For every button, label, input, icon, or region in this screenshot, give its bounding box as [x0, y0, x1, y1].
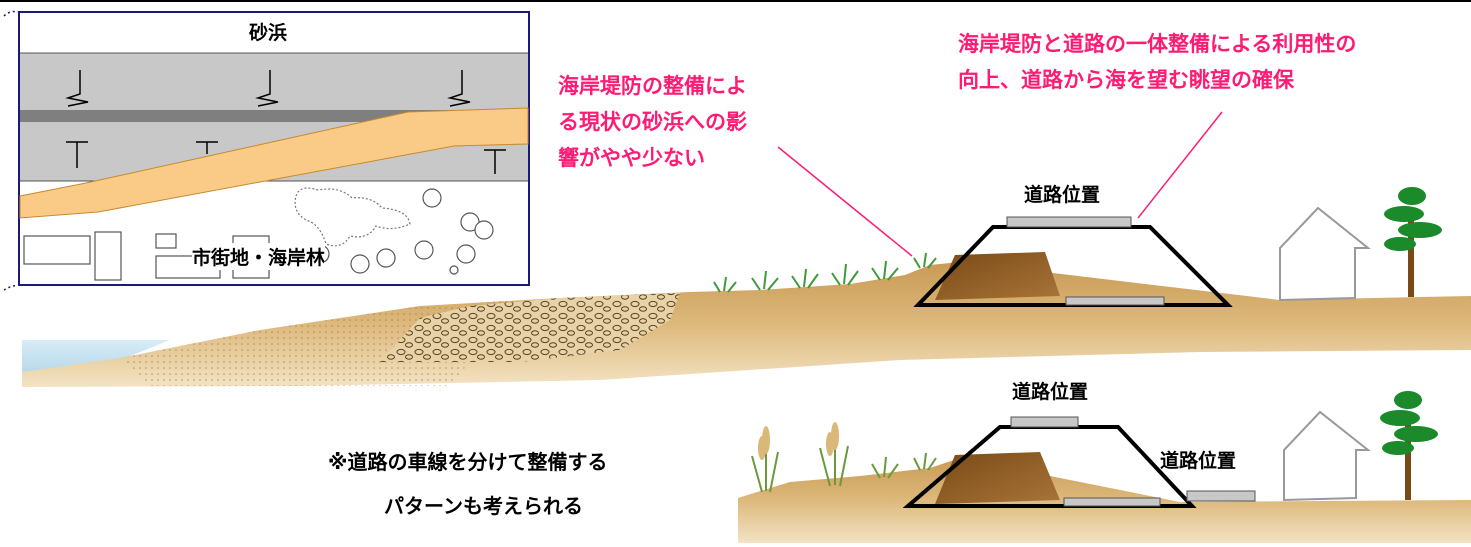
lower-pine-tree [1380, 391, 1438, 500]
sea [22, 340, 170, 372]
upper-house [1279, 206, 1371, 302]
lower-grass [751, 437, 937, 493]
upper-section [22, 187, 1471, 387]
lower-dike-outline [902, 425, 1197, 508]
callout-left: 海岸堤防の整備によ る現状の砂浜への影 響がやや少ない [558, 68, 747, 176]
lower-section [738, 391, 1471, 543]
upper-road-top [1006, 216, 1132, 228]
note: ※道路の車線を分けて整備する パターンも考えられる [328, 440, 607, 528]
lower-road-bottom [1063, 497, 1161, 507]
upper-grass [713, 252, 937, 293]
callout-right-leader [1137, 111, 1223, 219]
lower-road-side [1186, 490, 1256, 502]
callout-left-line-1: 海岸堤防の整備によ [558, 74, 747, 98]
road-label-upper: 道路位置 [1024, 184, 1101, 206]
lower-embankment [935, 452, 1060, 504]
lower-house [1283, 410, 1371, 502]
inset-title: 砂浜 [249, 22, 288, 44]
upper-road-bottom [1065, 296, 1165, 306]
upper-pine-tree [1384, 187, 1442, 297]
callout-right-line-2: 向上、道路から海を望む眺望の確保 [958, 68, 1294, 92]
road-label-lower-right: 道路位置 [1160, 450, 1237, 472]
note-line-2: パターンも考えられる [384, 494, 583, 518]
inset-road-band [19, 107, 529, 219]
inset-coastal-forest [294, 187, 411, 247]
upper-embankment [935, 252, 1060, 300]
inset-label: 市街地・海岸林 [192, 243, 326, 270]
callout-right: 海岸堤防と道路の一体整備による利用性の 向上、道路から海を望む眺望の確保 [958, 26, 1356, 98]
callout-left-leader [777, 146, 913, 257]
callout-left-line-3: 響がやや少ない [558, 146, 705, 170]
inset-connector [3, 10, 20, 291]
note-line-1: ※道路の車線を分けて整備する [328, 450, 608, 474]
inset-level-marks [65, 70, 506, 174]
road-label-lower-center: 道路位置 [1012, 381, 1089, 403]
inset-trees [310, 188, 494, 275]
callout-left-line-2: る現状の砂浜への影 [558, 110, 747, 134]
lower-road-top [1010, 416, 1079, 428]
callout-right-line-1: 海岸堤防と道路の一体整備による利用性の [958, 32, 1357, 56]
